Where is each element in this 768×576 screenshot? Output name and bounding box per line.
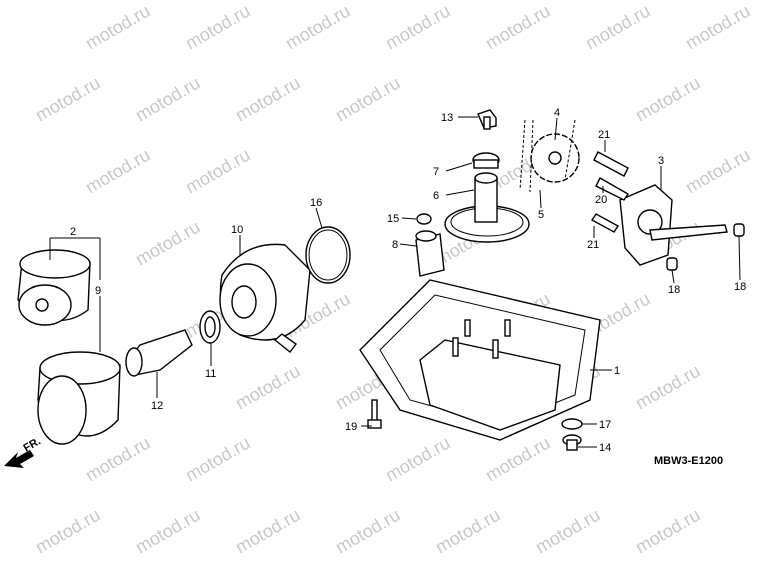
watermark-text: motod.ru [32,73,104,126]
part-oil-filter-cap [17,249,91,326]
part-pan-bolt [367,399,382,429]
leader-lines [49,116,741,448]
watermark-text: motod.ru [532,505,604,558]
part-bolt-13 [477,109,497,130]
watermark-text: motod.ru [82,145,154,198]
watermark-text: motod.ru [82,1,154,54]
front-label: FR. [22,435,43,454]
watermark-text: motod.ru [632,361,704,414]
callout-11: 11 [205,368,216,380]
callout-16: 16 [310,197,322,209]
callout-17: 17 [599,419,611,431]
callout-3: 3 [658,155,664,167]
part-sealing-washer [561,418,583,430]
callout-1: 1 [614,365,620,377]
part-oil-pan [359,279,601,441]
watermark-text: motod.ru [232,505,304,558]
watermark-text: motod.ru [632,505,704,558]
diagram-code: MBW3-E1200 [654,455,723,467]
callout-6: 6 [433,190,439,202]
watermark-text: motod.ru [182,1,254,54]
part-dowel-pin [666,257,678,271]
callout-12: 12 [151,400,163,412]
part-small-o-ring [416,213,432,225]
watermark-text: motod.ru [382,433,454,486]
callout-8: 8 [392,239,398,251]
watermark-text: motod.ru [332,73,404,126]
watermark-text: motod.ru [332,505,404,558]
watermark-text: motod.ru [432,505,504,558]
callout-21: 21 [587,239,599,251]
callout-4: 4 [554,107,560,119]
callout-10: 10 [231,224,243,236]
watermark-text: motod.ru [182,433,254,486]
callout-20: 20 [595,194,607,206]
part-oil-cooler [219,243,311,353]
watermark-text: motod.ru [682,145,754,198]
callout-2: 2 [70,226,76,238]
callout-13: 13 [441,112,453,124]
watermark-text: motod.ru [582,1,654,54]
watermark-text: motod.ru [132,217,204,270]
callout-14: 14 [599,442,611,454]
callout-18: 18 [668,284,680,296]
callout-labels: 13 4 21 3 7 6 15 5 20 21 8 18 18 2 9 10 … [70,107,746,454]
callout-18: 18 [734,281,746,293]
front-direction-arrow: FR. [4,435,43,468]
watermark-text: motod.ru [282,1,354,54]
part-dowel-pin [733,223,745,237]
watermark-layer: motod.ru motod.ru motod.ru motod.ru motod.ru… [32,1,754,558]
part-oil-strainer [444,152,530,243]
part-relief-valve [415,230,445,277]
watermark-text: motod.ru [132,73,204,126]
watermark-text: motod.ru [482,433,554,486]
part-sprocket [519,119,580,193]
callout-7: 7 [433,166,439,178]
watermark-text: motod.ru [382,1,454,54]
callout-5: 5 [538,209,544,221]
watermark-text: motod.ru [232,73,304,126]
callout-15: 15 [387,213,399,225]
part-oil-pump [590,151,728,266]
part-oil-filter [37,351,121,445]
part-drain-bolt [562,434,582,451]
part-cooler-o-ring [305,226,351,284]
watermark-text: motod.ru [232,361,304,414]
watermark-text: motod.ru [682,1,754,54]
watermark-text: motod.ru [482,1,554,54]
callout-19: 19 [345,421,357,433]
part-o-ring [199,310,221,344]
callout-9: 9 [95,285,101,297]
watermark-text: motod.ru [82,433,154,486]
watermark-text: motod.ru [132,505,204,558]
callout-21: 21 [598,129,610,141]
watermark-text: motod.ru [32,505,104,558]
watermark-text: motod.ru [632,73,704,126]
part-pipe [125,329,193,377]
watermark-text: motod.ru [182,145,254,198]
